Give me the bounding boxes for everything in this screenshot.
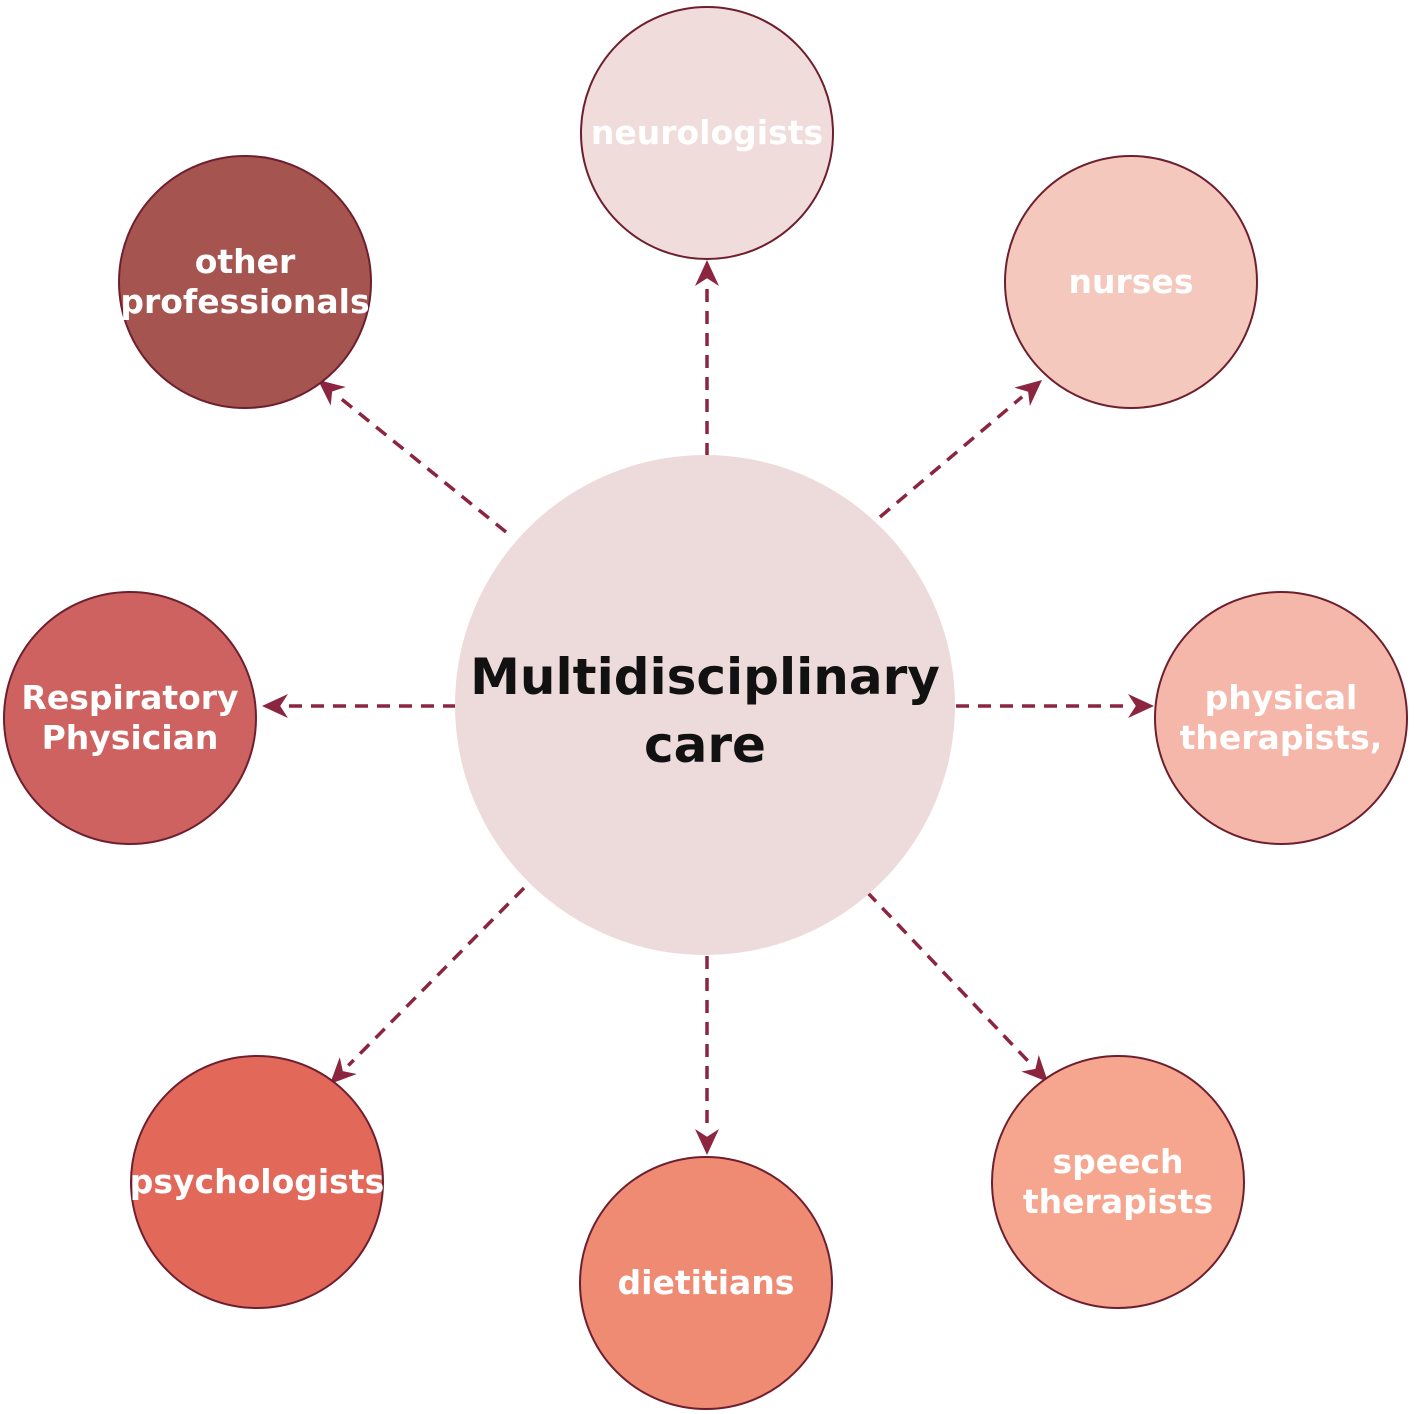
- connector-speech-therapists: [865, 890, 1032, 1065]
- node-label-dietitians-line-1: dietitians: [618, 1263, 795, 1302]
- node-neurologists: neurologists: [580, 6, 834, 260]
- node-label-nurses-line-1: nurses: [1069, 262, 1194, 301]
- node-nurses: nurses: [1004, 155, 1258, 409]
- node-dietitians: dietitians: [579, 1156, 833, 1410]
- arrowhead-physical-therapists: [1128, 694, 1154, 718]
- arrowhead-other-professionals: [318, 380, 346, 406]
- node-label-psychologists-line-1: psychologists: [130, 1162, 384, 1201]
- node-circle-psychologists: [130, 1055, 384, 1309]
- node-label-other-professionals-line-1: other: [195, 242, 296, 281]
- node-circle-physical-therapists: [1154, 591, 1408, 845]
- node-circle-respiratory-physician: [3, 591, 257, 845]
- connectors-layer: [262, 260, 1154, 1155]
- node-circle-nurses: [1004, 155, 1258, 409]
- center-node: Multidisciplinary care: [455, 455, 955, 955]
- center-circle: [455, 455, 955, 955]
- center-label-line-2: care: [644, 716, 766, 774]
- node-label-physical-therapists-line-1: physical: [1205, 678, 1358, 717]
- node-label-respiratory-physician-line-2: Physician: [42, 718, 219, 757]
- arrowhead-speech-therapists: [1021, 1054, 1048, 1082]
- node-circle-dietitians: [579, 1156, 833, 1410]
- connector-other-professionals: [337, 394, 508, 534]
- node-circle-neurologists: [580, 6, 834, 260]
- node-circle-other-professionals: [118, 155, 372, 409]
- node-circle-speech-therapists: [991, 1055, 1245, 1309]
- node-label-neurologists-line-1: neurologists: [591, 113, 823, 152]
- arrowhead-neurologists: [695, 260, 719, 286]
- connector-psychologists: [347, 886, 526, 1067]
- arrowhead-respiratory-physician: [262, 694, 288, 718]
- node-label-speech-therapists-line-1: speech: [1052, 1142, 1183, 1181]
- node-label-other-professionals-line-2: professionals: [120, 282, 369, 321]
- arrowhead-nurses: [1014, 380, 1042, 406]
- node-label-respiratory-physician-line-1: Respiratory: [21, 678, 238, 717]
- node-label-speech-therapists-line-2: therapists: [1023, 1182, 1213, 1221]
- arrowhead-dietitians: [695, 1129, 719, 1155]
- arrowhead-psychologists: [330, 1057, 357, 1084]
- node-psychologists: psychologists: [130, 1055, 384, 1309]
- center-label-line-1: Multidisciplinary: [470, 648, 940, 706]
- connector-nurses: [878, 395, 1024, 519]
- node-label-physical-therapists-line-2: therapists,: [1180, 718, 1383, 757]
